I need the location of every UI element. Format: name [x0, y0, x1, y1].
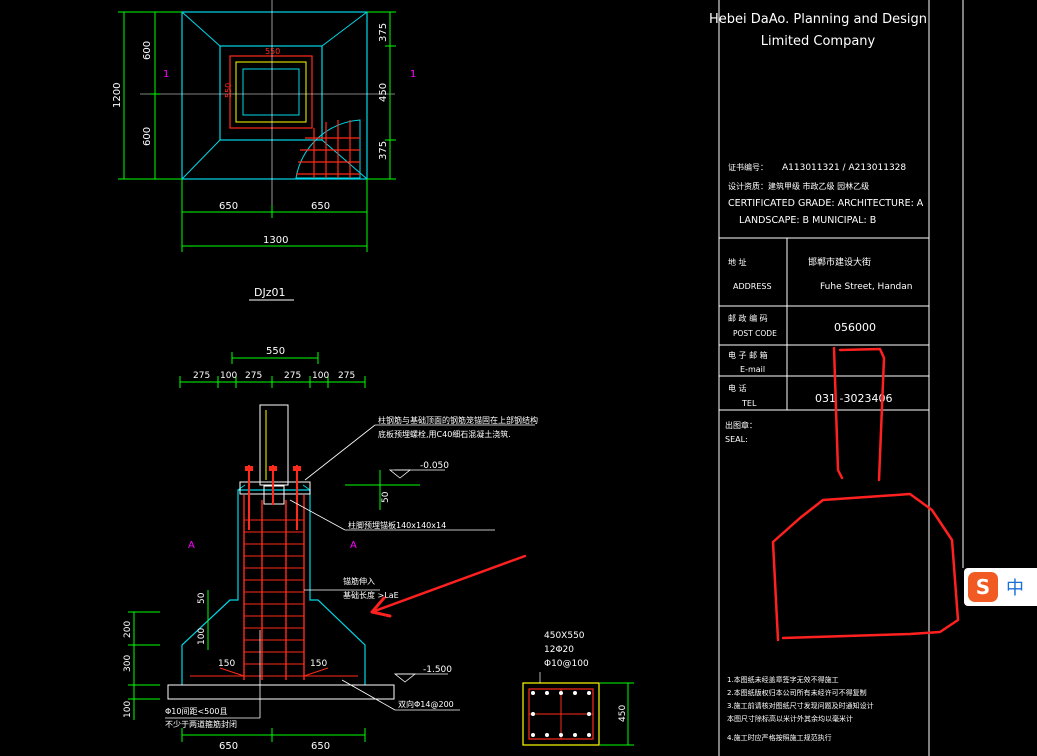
plan-dim-right-top: 375: [378, 23, 389, 42]
address-label-cn: 地 址: [728, 257, 747, 267]
section-dimensions: [128, 352, 420, 742]
note-bottom-left-1: Φ10间距<500且: [165, 707, 227, 716]
plan-dim-bottom-right: 650: [311, 201, 330, 212]
grade-en-1: CERTIFICATED GRADE: ARCHITECTURE: A: [728, 198, 924, 209]
annotation-arrow-head: [370, 596, 392, 618]
section-dim-275-a: 275: [193, 371, 210, 381]
section-dim-300: 300: [123, 655, 133, 672]
email-label-en: E-mail: [740, 365, 765, 374]
plan-dim-right-mid: 450: [378, 83, 389, 102]
address-value-cn: 邯郸市建设大街: [808, 256, 871, 268]
annotation-seal-outline: [771, 492, 960, 642]
annotation-hand-stroke: [832, 346, 886, 482]
sogou-logo-icon[interactable]: S: [968, 572, 998, 602]
address-value-en: Fuhe Street, Handan: [820, 282, 912, 292]
plan-dim-left-bottom: 600: [142, 127, 153, 146]
column-dim-450: 450: [618, 705, 628, 722]
level-top: -0.050: [420, 461, 449, 471]
foundation-section: [165, 404, 535, 719]
tel-value: 031 -3023406: [815, 392, 892, 405]
note-anchor-2: 基础长度 >LaE: [343, 590, 399, 600]
annotation-arrow-shaft: [370, 554, 527, 614]
title-block-text: Hebei DaAo. Planning and Design Limited …: [709, 12, 927, 742]
grade-en-2: LANDSCAPE: B MUNICIPAL: B: [739, 215, 876, 226]
title-note-2: 2.本图纸版权归本公司所有未经许可不得复制: [727, 688, 867, 697]
dim-50: 50: [381, 491, 391, 503]
seal-label-en: SEAL:: [725, 435, 748, 444]
grade-cn: 设计资质：建筑甲级 市政乙级 园林乙级: [728, 181, 869, 191]
section-dim-650-right: 650: [311, 741, 330, 752]
title-block: [718, 0, 964, 756]
plan-inner-label-side: 550: [224, 83, 233, 98]
note-anchor-1: 锚筋伸入: [343, 576, 375, 586]
section-dim-100: 100: [123, 701, 133, 718]
plan-section-mark-left: 1: [163, 69, 169, 80]
note-bottom-left-2: 不少于两道箍筋封闭: [165, 719, 237, 729]
plan-dim-bottom-left: 650: [219, 201, 238, 212]
title-note-4: 本图尺寸除标高以米计外其余均以毫米计: [727, 714, 853, 723]
tel-label-cn: 电 话: [728, 383, 747, 393]
cert-no: A113011321 / A213011328: [782, 163, 906, 173]
section-small-50: 50: [197, 592, 207, 604]
note-top-1: 柱钢筋与基础顶面的钢筋笼锚固在上部钢结构: [378, 415, 538, 425]
postcode-value: 056000: [834, 321, 876, 334]
plan-dim-left-total: 1200: [112, 83, 123, 108]
section-mark-a-right: A: [350, 540, 357, 551]
column-cross-section: 450X550 12Φ20 Φ10@100 450: [522, 631, 634, 746]
company-name-1: Hebei DaAo. Planning and Design: [709, 12, 927, 27]
section-dim-275-c: 275: [284, 371, 301, 381]
plan-title: DJz01: [254, 286, 286, 299]
title-note-1: 1.本图纸未经盖章签字无效不得施工: [727, 675, 839, 684]
section-dim-650-left: 650: [219, 741, 238, 752]
section-dim-275-b: 275: [245, 371, 262, 381]
plan-dimension-text: 600 1200 600 375 450 375 650 650 1300: [112, 23, 389, 246]
postcode-label-en: POST CODE: [733, 329, 777, 338]
company-name-2: Limited Company: [761, 34, 876, 49]
section-dim-100-a: 100: [220, 371, 237, 381]
section-notes: 柱钢筋与基础顶面的钢筋笼锚固在上部钢结构 底板预埋螺栓,用C40细石混凝土浇筑.…: [165, 415, 538, 729]
note-bottom-right: 双向Φ14@200: [398, 699, 454, 709]
tel-label-en: TEL: [741, 399, 757, 408]
cert-no-label: 证书编号：: [728, 162, 768, 172]
column-size: 450X550: [544, 631, 585, 641]
section-dim-200: 200: [123, 621, 133, 638]
section-dim-550: 550: [266, 346, 285, 357]
title-note-3: 3.施工前请核对图纸尺寸发现问题及时通知设计: [727, 701, 874, 710]
plan-dim-bottom-total: 1300: [263, 235, 288, 246]
section-mark-a-left: A: [188, 540, 195, 551]
plan-dim-right-bottom: 375: [378, 141, 389, 160]
level-bottom: -1.500: [423, 665, 452, 675]
ime-toolbar[interactable]: S 中: [964, 568, 1037, 606]
note-top-2: 底板预埋螺栓,用C40细石混凝土浇筑.: [378, 429, 511, 439]
postcode-label-cn: 邮 政 编 码: [728, 313, 768, 323]
title-note-5: 4.施工时应严格按照施工规范执行: [727, 733, 832, 742]
note-anchor-plate: 柱脚预埋锚板140x140x14: [348, 520, 446, 530]
section-small-100: 100: [197, 628, 207, 645]
section-dimension-text: 550 275 100 275 275 100 275 -0.050 -1.50…: [123, 346, 452, 752]
column-rebar: 12Φ20: [544, 645, 574, 655]
foundation-plan: 550 550: [140, 0, 395, 205]
column-stirrup: Φ10@100: [544, 659, 589, 669]
label-150-left: 150: [218, 659, 235, 669]
address-label-en: ADDRESS: [733, 282, 772, 291]
section-dim-275-d: 275: [338, 371, 355, 381]
plan-dim-left-top: 600: [142, 41, 153, 60]
plan-inner-label-top: 550: [265, 47, 280, 56]
email-label-cn: 电 子 邮 箱: [728, 350, 768, 360]
seal-label-cn: 出图章：: [725, 420, 757, 430]
ime-language-toggle[interactable]: 中: [1006, 578, 1024, 599]
plan-dimensions: [118, 11, 396, 252]
plan-section-mark-right: 1: [410, 69, 416, 80]
label-150-right: 150: [310, 659, 327, 669]
hand-annotations: [370, 346, 960, 642]
level-markers: [388, 469, 448, 683]
section-dim-100-b: 100: [312, 371, 329, 381]
